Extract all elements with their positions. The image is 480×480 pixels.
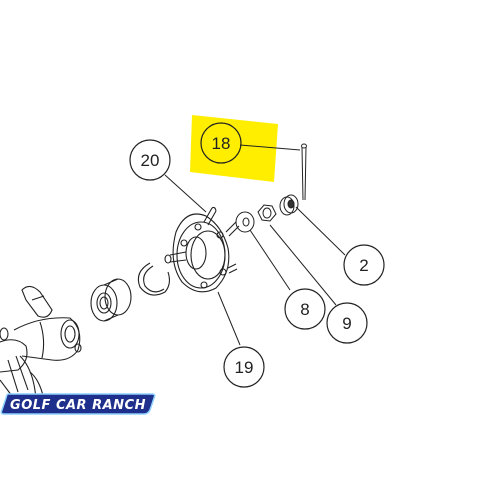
leader-lines	[164, 144, 346, 346]
callout-9: 9	[326, 302, 368, 344]
leader-9	[269, 224, 337, 306]
leader-19	[217, 291, 241, 346]
hex-nut	[257, 204, 277, 222]
nut-retainer	[279, 194, 299, 216]
callout-8: 8	[284, 288, 326, 330]
callout-20-label: 20	[141, 151, 160, 170]
callout-2-label: 2	[359, 256, 368, 275]
callout-19: 19	[223, 346, 265, 388]
leader-8	[249, 229, 291, 291]
callout-18-label: 18	[212, 134, 231, 153]
callout-2: 2	[343, 244, 385, 286]
highlight-18	[190, 115, 278, 182]
callout-9-label: 9	[342, 314, 351, 333]
hub	[164, 206, 240, 293]
washer	[235, 211, 255, 233]
callout-8-label: 8	[300, 300, 309, 319]
leader-2	[295, 206, 346, 256]
bearing	[90, 278, 132, 322]
callout-18: 18	[200, 122, 242, 164]
watermark-text: GOLF CAR RANCH	[10, 398, 146, 413]
cotter-pin	[301, 143, 307, 201]
callout-20: 20	[129, 139, 171, 181]
leader-20	[164, 174, 207, 213]
leader-18	[239, 144, 301, 151]
golf-car-ranch-logo: GOLF CAR RANCH	[0, 393, 156, 415]
spindle-knuckle	[0, 285, 82, 401]
snap-ring	[137, 262, 171, 296]
callout-19-label: 19	[235, 358, 254, 377]
